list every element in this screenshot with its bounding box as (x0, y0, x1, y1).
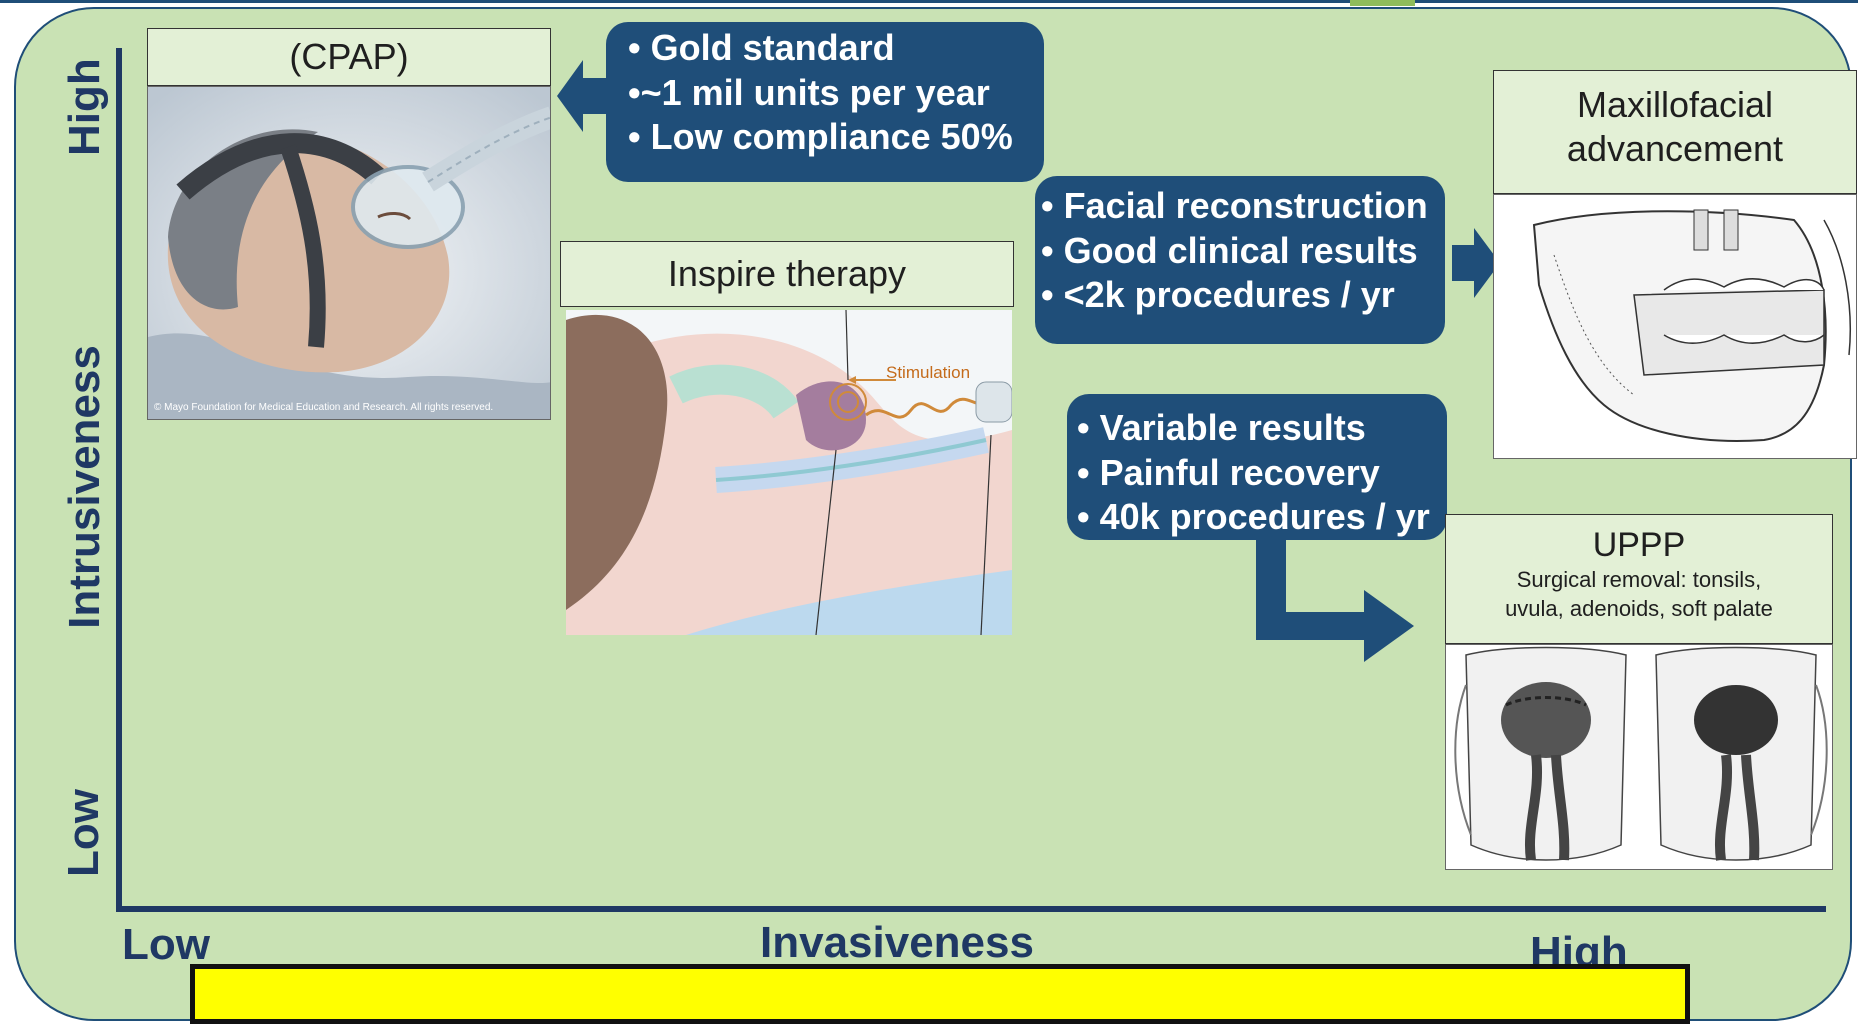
cpap-bullet: • Gold standard (628, 27, 895, 68)
uppp-bullet: • 40k procedures / yr (1077, 496, 1430, 538)
cpap-bullet: • Low compliance 50% (628, 116, 1013, 158)
arrow-right-icon (1452, 228, 1500, 298)
uppp-image (1445, 644, 1833, 870)
maxillofacial-title-line: Maxillofacial (1576, 84, 1774, 125)
maxillofacial-title-line: advancement (1566, 128, 1784, 169)
uppp-callout: • Variable results • Painful recovery • … (1067, 394, 1447, 540)
y-axis-line (116, 48, 122, 912)
uppp-subtitle-line: uvula, adenoids, soft palate (1505, 596, 1773, 621)
cpap-illustration (148, 87, 550, 419)
uppp-subtitle-line: Surgical removal: tonsils, (1516, 567, 1762, 592)
x-axis-low-label: Low (122, 920, 210, 969)
inspire-title: Inspire therapy (560, 241, 1014, 307)
maxillofacial-callout: • Facial reconstruction • Good clinical … (1035, 176, 1445, 344)
cpap-copyright: © Mayo Foundation for Medical Education … (154, 402, 494, 413)
jaw-illustration (1532, 209, 1852, 442)
y-axis-high-label: High (60, 58, 109, 156)
arrow-left-icon (557, 60, 607, 132)
maxillofacial-bullet: • <2k procedures / yr (1041, 274, 1395, 316)
cpap-bullet: •~1 mil units per year (628, 71, 990, 113)
inspire-image: Stimulation (566, 310, 1012, 635)
inspire-illustration: Stimulation (566, 310, 1012, 635)
x-axis-line (116, 906, 1826, 912)
y-axis-title: Intrusiveness (60, 345, 109, 629)
uppp-bullet: • Painful recovery (1077, 451, 1380, 493)
throat-illustration (1454, 646, 1828, 861)
stimulation-label: Stimulation (886, 363, 970, 382)
maxillofacial-title: Maxillofacial advancement (1493, 70, 1857, 194)
cpap-image: © Mayo Foundation for Medical Education … (147, 86, 551, 420)
cpap-title: (CPAP) (147, 28, 551, 86)
top-border-line (0, 0, 1858, 3)
uppp-title: UPPP (1592, 526, 1686, 564)
cpap-callout: • Gold standard •~1 mil units per year •… (606, 22, 1044, 182)
maxillofacial-bullet: • Good clinical results (1041, 229, 1418, 271)
elbow-arrow-icon (1256, 540, 1414, 662)
maxillofacial-bullet: • Facial reconstruction (1041, 185, 1428, 226)
y-axis-low-label: Low (59, 789, 108, 877)
uppp-bullet: • Variable results (1077, 407, 1366, 448)
footer-highlight-box (190, 964, 1690, 1024)
x-axis-title: Invasiveness (760, 918, 1034, 967)
top-accent-bar (1350, 0, 1415, 6)
maxillofacial-image (1493, 194, 1857, 459)
uppp-title-box: UPPP Surgical removal: tonsils, uvula, a… (1445, 514, 1833, 644)
